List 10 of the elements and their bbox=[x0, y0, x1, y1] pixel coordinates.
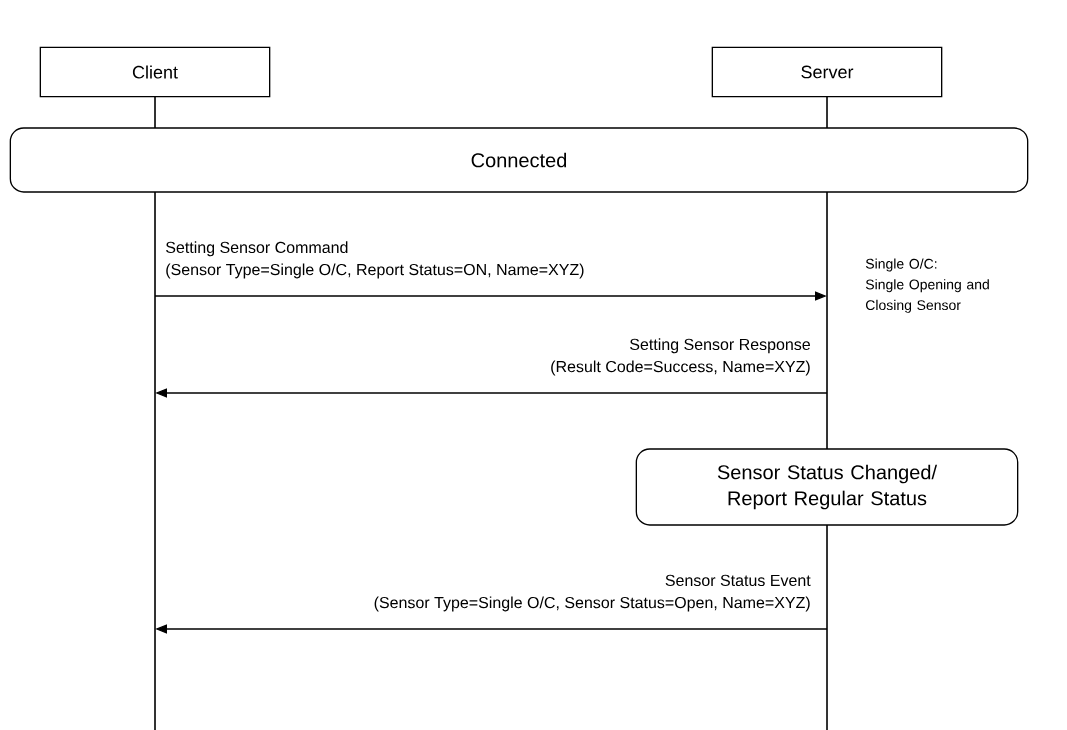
note-text: Single O/C: bbox=[865, 258, 937, 272]
edge-label: Setting Sensor Response (Result Code=Success, Name=XYZ) bbox=[551, 338, 810, 376]
state-box: Sensor Status Changed/ Report Regular Status bbox=[635, 448, 1019, 526]
state-box: Connected bbox=[9, 127, 1029, 193]
lifeline bbox=[154, 96, 156, 730]
note-text: Single Opening and Closing Sensor bbox=[865, 279, 989, 313]
participant-box: Server bbox=[711, 46, 943, 98]
edge-label: Sensor Status Event (Sensor Type=Single O/C, Sensor Status=Open, Name=XYZ) bbox=[374, 574, 811, 612]
edge-label: Setting Sensor Command (Sensor Type=Single O/C, Report Status=ON, Name=XYZ) bbox=[166, 241, 584, 279]
participant-box: Client bbox=[39, 46, 271, 98]
